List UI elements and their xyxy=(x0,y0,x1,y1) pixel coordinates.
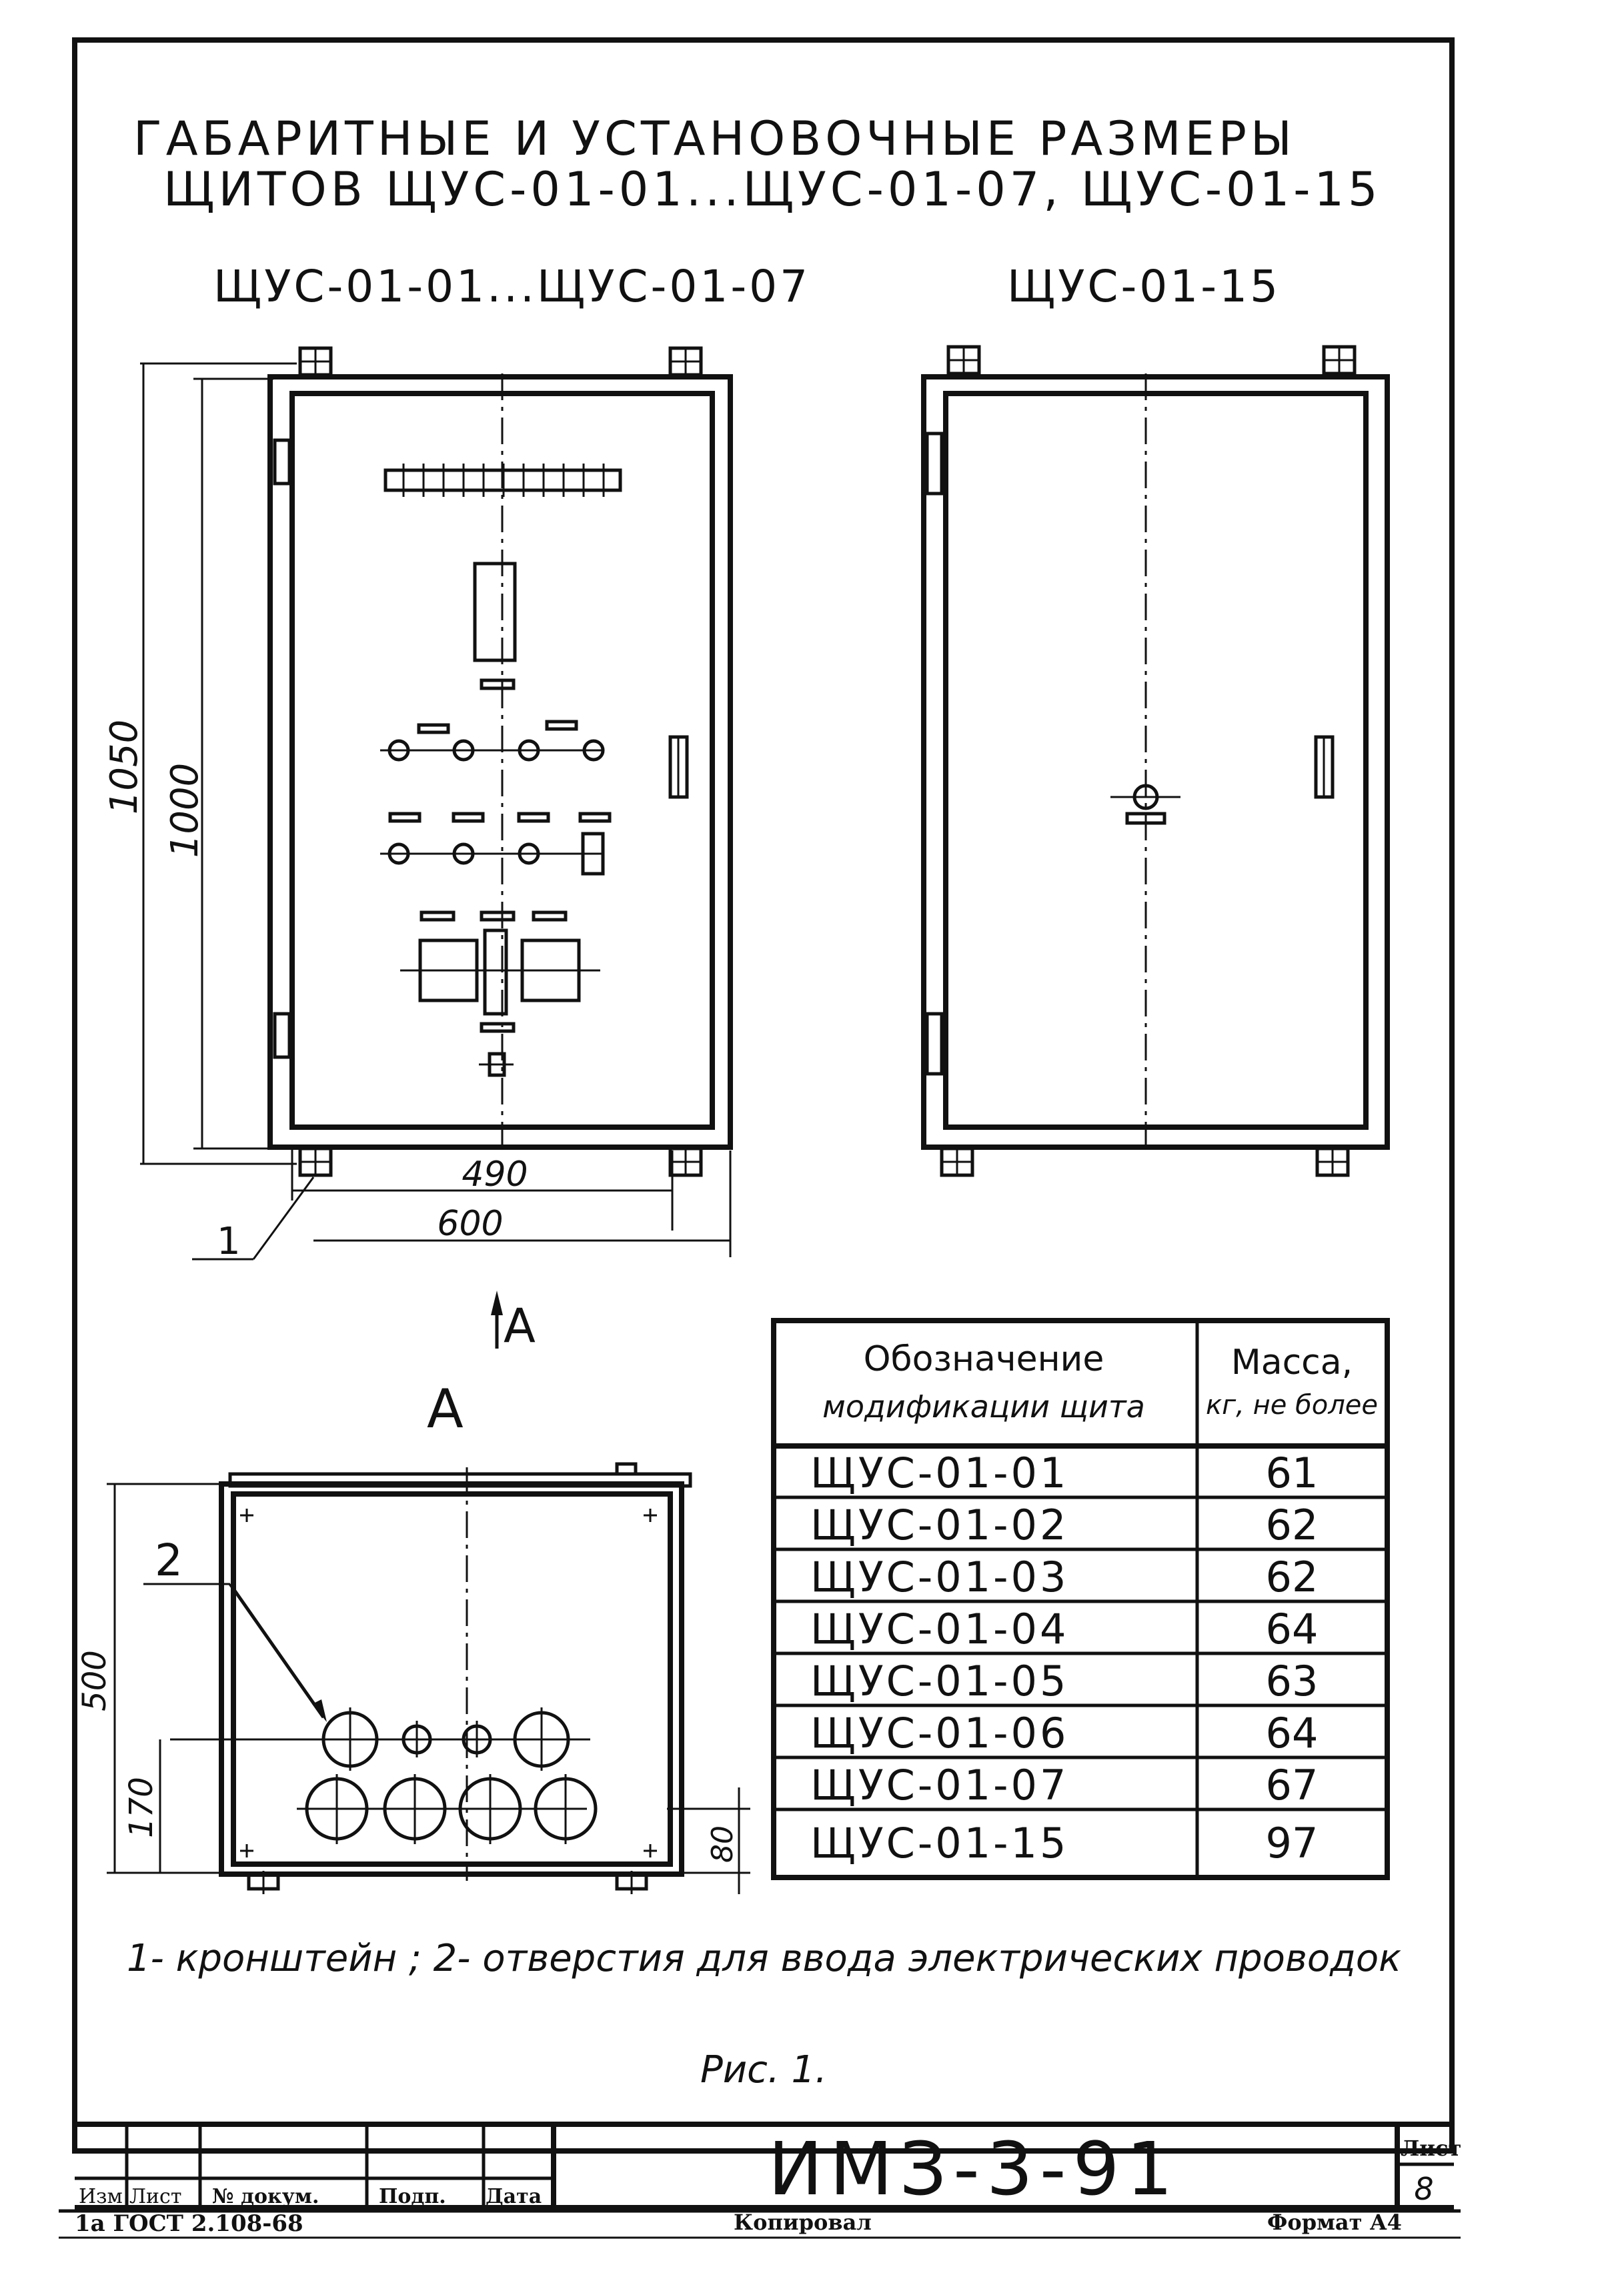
table-row-mass: 62 xyxy=(1266,1553,1319,1601)
main-switch xyxy=(473,562,517,662)
table-header-mass-unit: кг, не более xyxy=(1206,1390,1378,1421)
dim-600: 600 xyxy=(437,1204,503,1244)
cable-entry-holes-row-2 xyxy=(297,1774,598,1844)
format-label: Формат А4 xyxy=(1267,2210,1402,2235)
dim-1050: 1050 xyxy=(103,720,146,815)
gost-standard: 1а ГОСТ 2.108-68 xyxy=(75,2210,303,2237)
mass-table xyxy=(771,1318,1390,1880)
title-block xyxy=(75,2122,1454,2210)
right-view-caption: ЩУС-01-15 xyxy=(1007,261,1281,312)
col-document: № докум. xyxy=(212,2185,319,2208)
col-izm: Изм xyxy=(79,2185,123,2208)
lock-icon xyxy=(1132,784,1159,810)
callout-1: 1 xyxy=(217,1220,241,1263)
terminal-strip xyxy=(383,464,622,497)
dim-170: 170 xyxy=(123,1777,160,1838)
table-row-mass: 62 xyxy=(1266,1501,1319,1549)
col-signature: Подп. xyxy=(379,2185,446,2208)
sheet-number: 8 xyxy=(1414,2171,1433,2207)
callout-2: 2 xyxy=(155,1535,183,1586)
table-row-mass: 64 xyxy=(1266,1709,1319,1757)
figure-caption: Рис. 1. xyxy=(700,2048,827,2092)
table-row-mass: 67 xyxy=(1266,1761,1319,1809)
dim-500: 500 xyxy=(76,1650,113,1711)
dim-1000: 1000 xyxy=(163,763,207,858)
table-header-modification: модификации щита xyxy=(822,1389,1145,1425)
breaker-row-1 xyxy=(380,720,605,762)
table-row-name: ЩУС-01-07 xyxy=(810,1761,1068,1809)
cabinet-bottom-view-a xyxy=(107,1462,750,1894)
table-header-mass: Масса, xyxy=(1231,1343,1353,1383)
col-date: Дата xyxy=(486,2185,542,2208)
left-view-caption: ЩУС-01-01...ЩУС-01-07 xyxy=(213,261,810,312)
document-code: ИМЗ-3-91 xyxy=(768,2126,1179,2212)
col-list: Лист xyxy=(129,2185,181,2208)
dimensions-left-cabinet xyxy=(140,362,732,1349)
table-row-name: ЩУС-01-15 xyxy=(810,1819,1068,1867)
table-row-name: ЩУС-01-01 xyxy=(810,1449,1068,1497)
table-row-mass: 63 xyxy=(1266,1657,1319,1705)
table-row-name: ЩУС-01-05 xyxy=(810,1657,1068,1705)
table-row-name: ЩУС-01-02 xyxy=(810,1501,1068,1549)
dim-80: 80 xyxy=(706,1825,740,1863)
table-row-name: ЩУС-01-04 xyxy=(810,1605,1068,1653)
view-a-marker: А xyxy=(504,1299,536,1353)
title-line-2: ЩИТОВ ЩУС-01-01...ЩУС-01-07, ЩУС-01-15 xyxy=(163,162,1382,217)
sheet-frame xyxy=(59,37,1461,2239)
breaker-row-2 xyxy=(380,812,612,876)
table-row-mass: 97 xyxy=(1266,1819,1319,1867)
title-line-1: ГАБАРИТНЫЕ И УСТАНОВОЧНЫЕ РАЗМЕРЫ xyxy=(133,111,1296,166)
dim-490: 490 xyxy=(462,1155,528,1195)
table-row-name: ЩУС-01-03 xyxy=(810,1553,1068,1601)
legend-text: 1- кронштейн ; 2- отверстия для ввода эл… xyxy=(127,1937,1401,1980)
table-header-designation: Обозначение xyxy=(864,1339,1104,1379)
cabinet-front-view-right xyxy=(921,345,1390,1177)
view-a-title: А xyxy=(427,1378,464,1440)
meters xyxy=(400,910,600,1077)
table-row-name: ЩУС-01-06 xyxy=(810,1709,1068,1757)
table-row-mass: 61 xyxy=(1266,1449,1319,1497)
table-row-mass: 64 xyxy=(1266,1605,1319,1653)
copied-label: Копировал xyxy=(734,2210,872,2235)
cable-entry-holes-row-1 xyxy=(170,1707,590,1771)
cabinet-front-view-left xyxy=(267,346,733,1177)
sheet-label: Лист xyxy=(1401,2136,1461,2161)
